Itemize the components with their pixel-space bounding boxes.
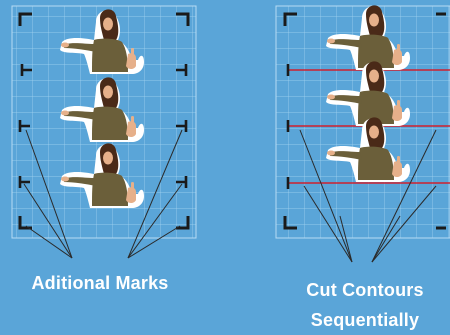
left-corner-mark-tr <box>176 12 190 26</box>
right-corner-mark-bl <box>283 216 297 230</box>
caption-cut-contours-line2: Sequentially <box>310 310 420 330</box>
left-side-mark-r1 <box>176 64 188 76</box>
caption-cut-contours-line1: Cut Contours <box>306 280 424 300</box>
right-corner-mark-tl <box>283 12 297 26</box>
left-side-mark-r2 <box>176 120 188 132</box>
caption-cut-contours: Cut Contours Sequentially <box>290 275 440 335</box>
left-side-mark-r3 <box>176 176 188 188</box>
right-callout-lines <box>299 129 437 263</box>
left-side-mark-l1 <box>20 64 32 76</box>
left-corner-mark-tl <box>18 12 32 26</box>
left-sheet <box>11 5 197 259</box>
left-side-mark-l2 <box>18 120 30 132</box>
left-corner-mark-br <box>176 216 190 230</box>
caption-additional-marks: Aditional Marks <box>31 273 169 293</box>
left-callout-lines <box>23 129 183 259</box>
right-sheet <box>275 5 450 263</box>
left-side-mark-l3 <box>18 176 30 188</box>
